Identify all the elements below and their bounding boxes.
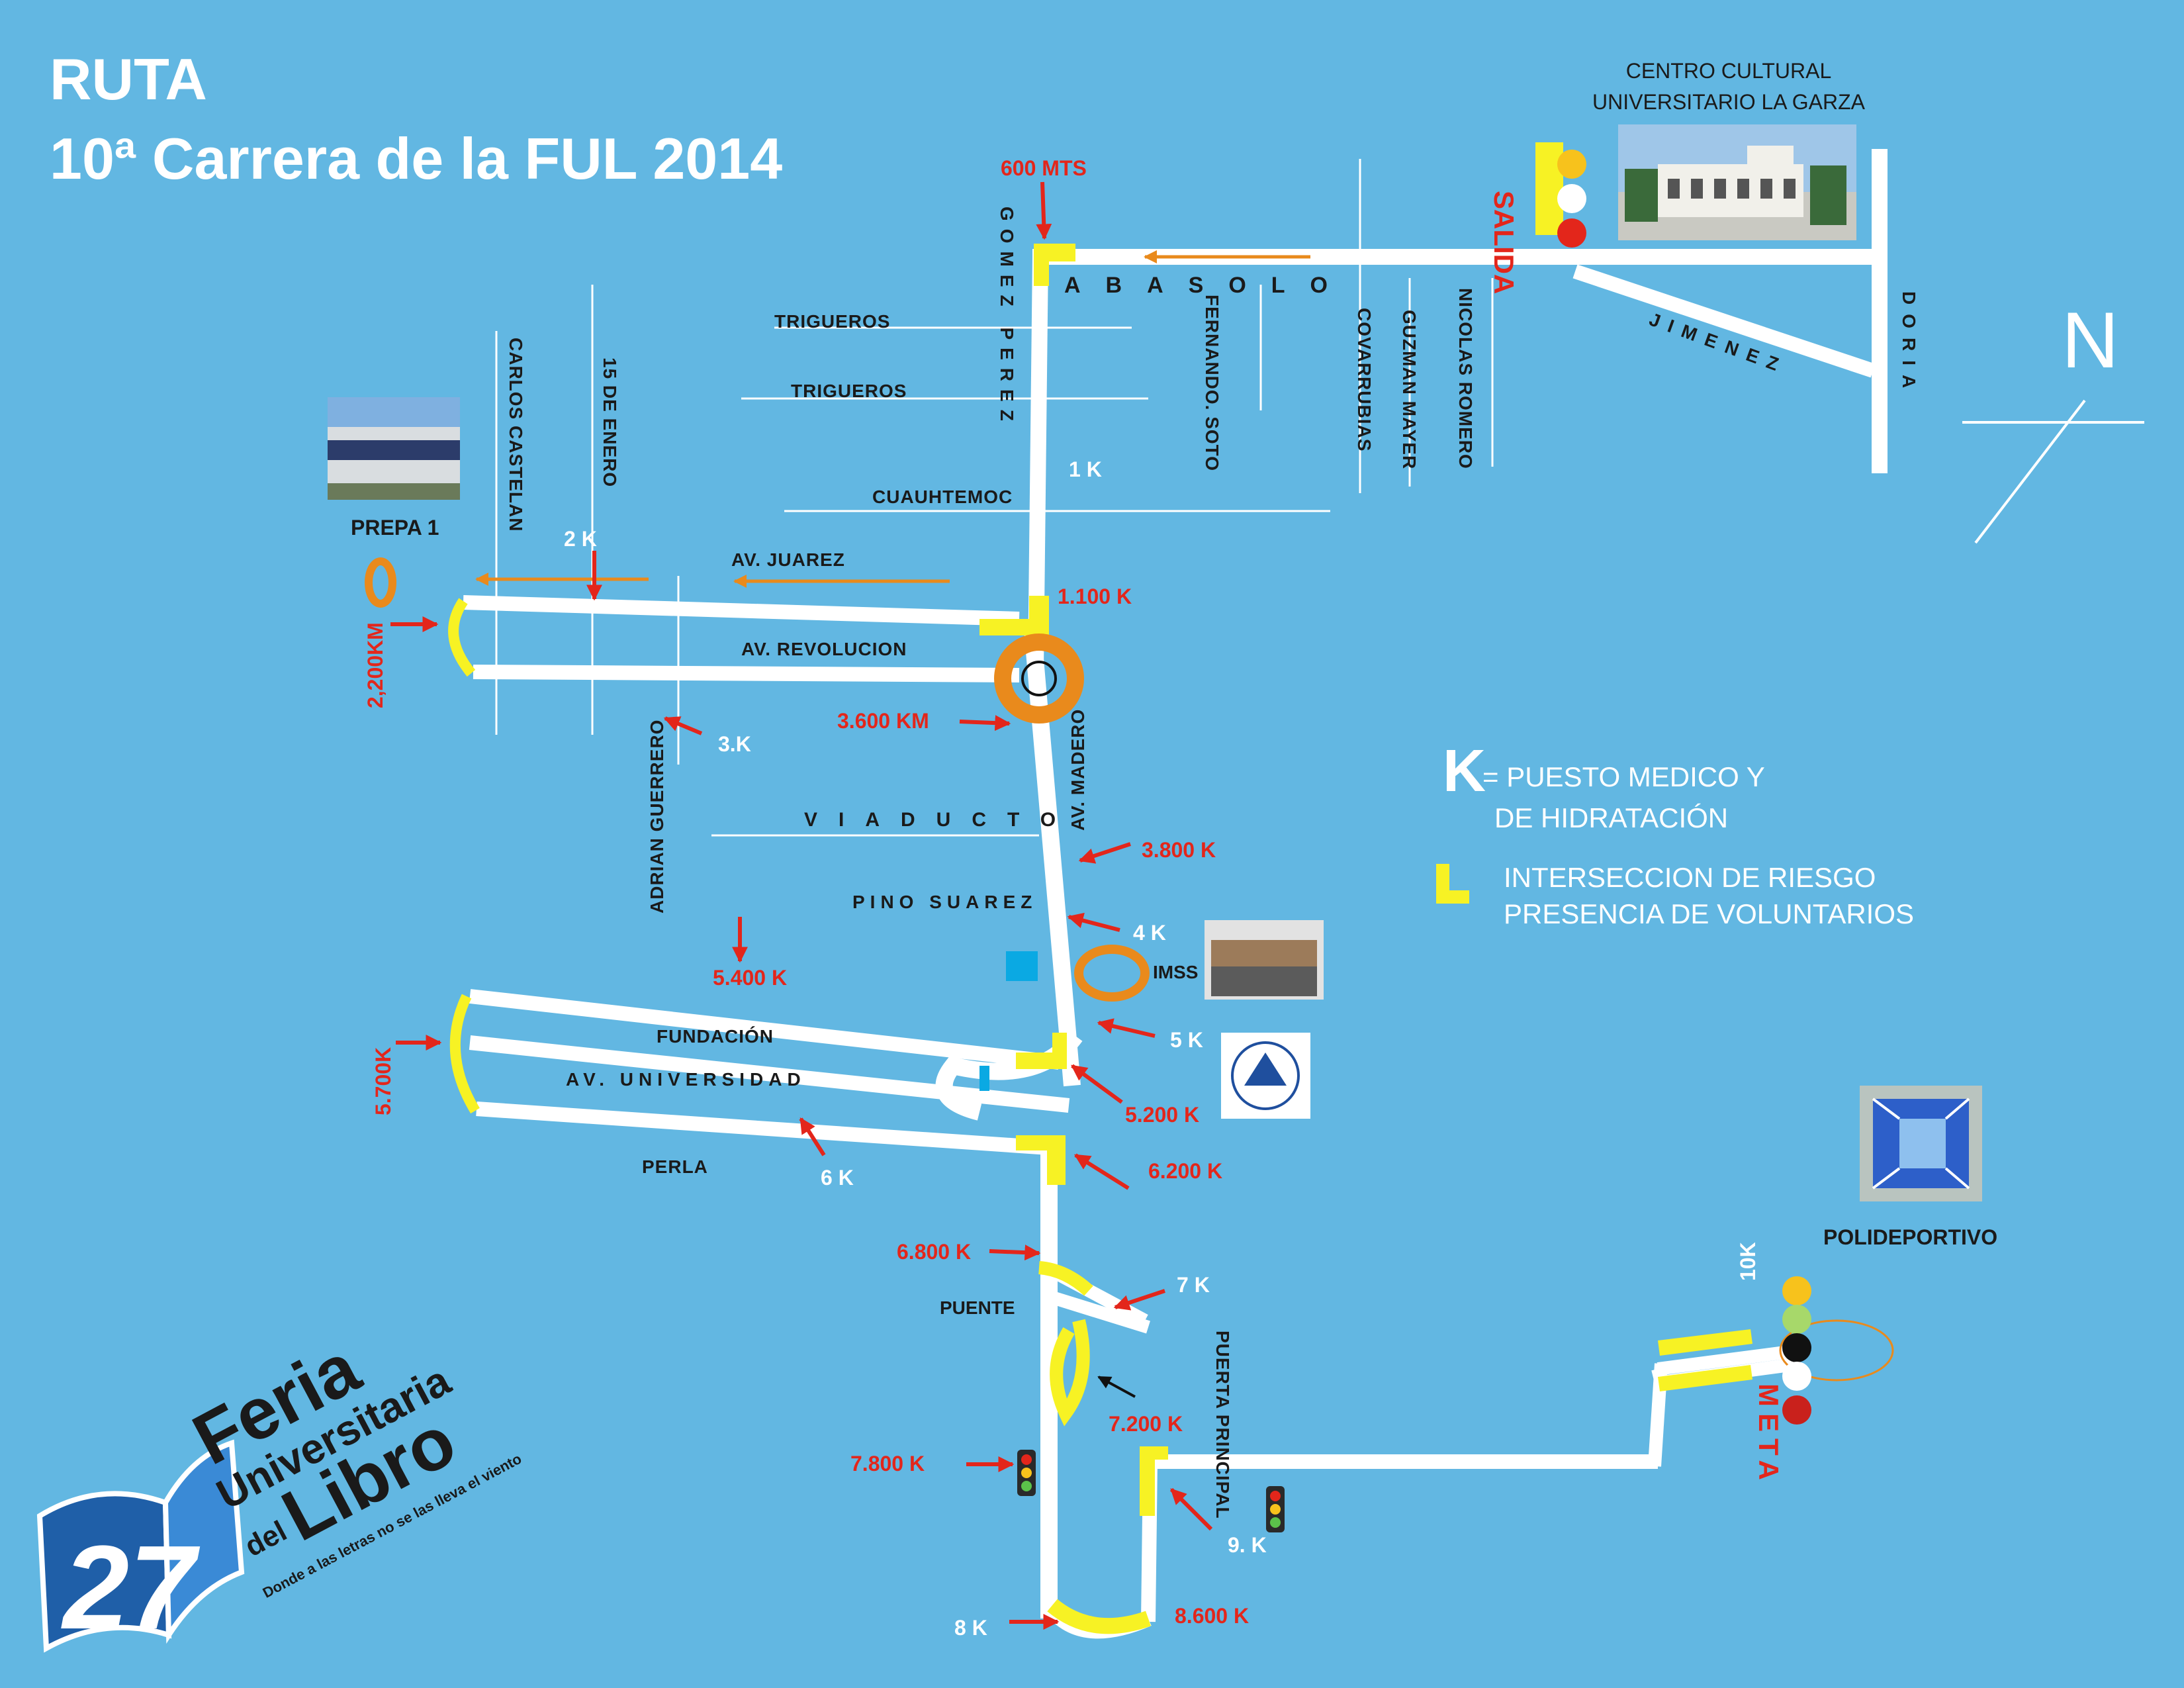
street-trigueros-2: TRIGUEROS [791, 381, 907, 401]
imss-photo [1205, 920, 1324, 1000]
street-adrian-guerrero: ADRIAN GUERRERO [647, 720, 667, 914]
street-av-revolucion: AV. REVOLUCION [741, 639, 907, 659]
street-abasolo: ABASOLO [1064, 273, 1353, 298]
legend: K = PUESTO MEDICO Y DE HIDRATACIÓN INTER… [1443, 738, 1914, 929]
street-av-universidad: AV. UNIVERSIDAD [566, 1069, 806, 1090]
marker-3k: 3.K [718, 732, 751, 756]
street-viaducto: VIADUCTO [804, 809, 1077, 831]
street-15-de-enero: 15 DE ENERO [600, 357, 620, 487]
marker-600m: 600 MTS [1001, 156, 1087, 180]
marker-10k: 10K [1736, 1242, 1760, 1281]
legend-k-text-1: = PUESTO MEDICO Y [1482, 761, 1765, 792]
marker-1100k: 1.100 K [1058, 585, 1132, 608]
salida-label: SALIDA [1488, 191, 1520, 294]
finish-light [1782, 1276, 1811, 1425]
centro-cultural-label-2: UNIVERSITARIO LA GARZA [1592, 90, 1866, 114]
traffic-light-icon [1017, 1450, 1036, 1496]
street-covarrubias: COVARRUBIAS [1354, 308, 1375, 451]
centro-cultural-label-1: CENTRO CULTURAL [1626, 59, 1832, 83]
hospital-logo [1221, 1033, 1310, 1119]
marker-2200km: 2,200KM [363, 622, 387, 708]
marker-7800k: 7.800 K [850, 1452, 925, 1476]
street-nicolas-romero: NICOLAS ROMERO [1455, 288, 1476, 469]
marker-9k: 9. K [1228, 1533, 1267, 1557]
polideportivo-label: POLIDEPORTIVO [1823, 1225, 1997, 1249]
start-light [1557, 150, 1586, 248]
street-pino-suarez: PINO SUAREZ [852, 892, 1037, 912]
street-fundacion: FUNDACIÓN [657, 1026, 774, 1047]
north-label: N [2062, 296, 2119, 385]
marker-5400k: 5.400 K [713, 966, 787, 990]
risk-markers [448, 142, 1752, 1634]
marker-6800k: 6.800 K [897, 1240, 971, 1264]
street-av-juarez: AV. JUAREZ [731, 549, 845, 570]
street-cuauhtemoc: CUAUHTEMOC [872, 487, 1013, 507]
legend-risk-text-2: PRESENCIA DE VOLUNTARIOS [1504, 898, 1914, 929]
marker-1k: 1 K [1069, 457, 1102, 481]
street-gomez-perez: GOMEZ PEREZ [997, 207, 1017, 429]
marker-3800k: 3.800 K [1142, 838, 1216, 862]
centro-cultural-photo [1618, 124, 1856, 240]
street-fernando-soto: FERNANDO. SOTO [1202, 295, 1222, 471]
street-trigueros-1: TRIGUEROS [774, 311, 890, 332]
marker-4k: 4 K [1133, 921, 1166, 945]
legend-k-text-2: DE HIDRATACIÓN [1494, 802, 1728, 833]
marker-8600k: 8.600 K [1175, 1604, 1249, 1628]
traffic-light-icon [1266, 1486, 1285, 1532]
marker-7k: 7 K [1177, 1273, 1210, 1297]
marker-5200k: 5.200 K [1125, 1103, 1199, 1127]
street-perla: PERLA [642, 1156, 708, 1177]
turn-markers [365, 250, 1894, 1382]
marker-6k: 6 K [821, 1166, 854, 1190]
street-av-madero: AV. MADERO [1068, 709, 1088, 831]
marker-2k: 2 K [564, 527, 597, 551]
street-guzman-mayer: GUZMAN MAYER [1399, 310, 1420, 469]
meta-label: META [1753, 1383, 1784, 1487]
marker-5700k: 5.700K [371, 1047, 395, 1115]
cyan-square [1006, 951, 1038, 981]
logo-number: 27 [61, 1521, 201, 1654]
ful-logo: 27 Feria Universitaria del Libro Donde a… [36, 1327, 524, 1654]
logo-word-del: del [240, 1515, 292, 1563]
marker-5k: 5 K [1170, 1028, 1203, 1052]
title-line1: RUTA [50, 46, 207, 112]
puente-label: PUENTE [940, 1297, 1015, 1318]
legend-k-letter: K [1443, 738, 1486, 804]
polideportivo-photo [1860, 1086, 1982, 1201]
marker-6200k: 6.200 K [1148, 1159, 1222, 1183]
marker-8k: 8 K [954, 1616, 987, 1640]
street-carlos-castelan: CARLOS CASTELAN [506, 338, 526, 532]
puerta-principal-label: PUERTA PRINCIPAL [1212, 1331, 1233, 1519]
imss-label: IMSS [1153, 962, 1198, 982]
title-line2: 10ª Carrera de la FUL 2014 [50, 126, 782, 191]
north-compass: N [1962, 296, 2144, 544]
marker-3600km: 3.600 KM [837, 709, 929, 733]
prepa-photo [328, 397, 460, 500]
legend-risk-text-1: INTERSECCION DE RIESGO [1504, 862, 1876, 893]
street-doria: DORIA [1899, 291, 1919, 397]
prepa-label: PREPA 1 [351, 516, 439, 539]
marker-7200k: 7.200 K [1109, 1412, 1183, 1436]
